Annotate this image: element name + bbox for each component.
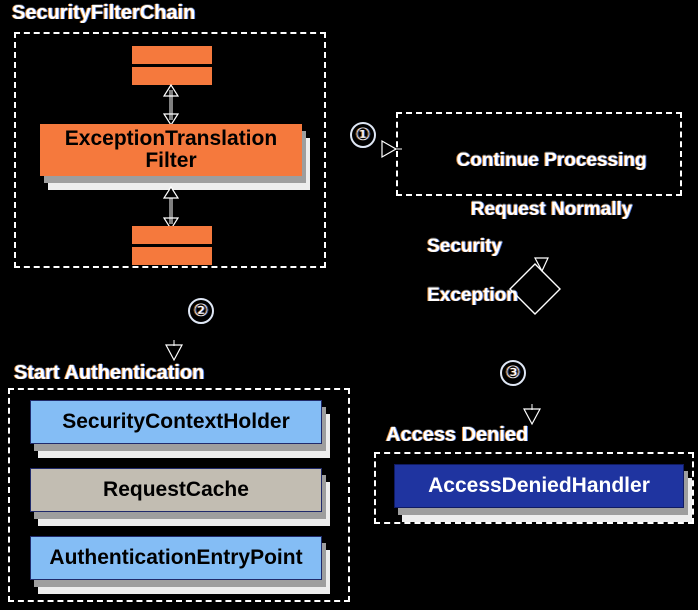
filter-bar-bottom-1 xyxy=(132,226,212,244)
arrow-top-bidirectional xyxy=(162,83,180,127)
exception-translation-filter-face[interactable]: ExceptionTranslation Filter xyxy=(40,124,302,176)
start-authentication-container xyxy=(8,388,350,602)
security-filter-chain-container xyxy=(14,32,326,268)
security-exception-label: Security Exception xyxy=(406,210,518,333)
access-denied-handler-node[interactable]: AccessDeniedHandler xyxy=(394,464,692,522)
security-context-holder-node[interactable]: SecurityContextHolder xyxy=(30,400,330,458)
security-exception-label-line1: Security xyxy=(427,235,503,257)
continue-processing-label: Continue Processing Request Normally xyxy=(410,124,672,247)
exception-translation-filter-node[interactable]: ExceptionTranslation Filter xyxy=(40,124,310,190)
filter-bar-top-2 xyxy=(132,67,212,85)
security-context-holder-face[interactable]: SecurityContextHolder xyxy=(30,400,322,444)
arrow-step-2 xyxy=(165,340,183,362)
authentication-entry-point-face[interactable]: AuthenticationEntryPoint xyxy=(30,536,322,580)
security-filter-chain-title: SecurityFilterChain xyxy=(12,2,196,24)
authentication-entry-point-node[interactable]: AuthenticationEntryPoint xyxy=(30,536,330,594)
arrow-step-3 xyxy=(523,404,541,426)
step-3-marker: ③ xyxy=(500,360,526,386)
request-cache-node[interactable]: RequestCache xyxy=(30,468,330,526)
access-denied-handler-face[interactable]: AccessDeniedHandler xyxy=(394,464,684,508)
arrow-bottom-bidirectional xyxy=(162,185,180,231)
access-denied-container xyxy=(374,452,694,524)
step-1-marker: ① xyxy=(350,122,376,148)
start-authentication-title: Start Authentication xyxy=(14,362,205,384)
exception-translation-filter-label-line1: ExceptionTranslation xyxy=(64,126,278,150)
filter-bar-bottom-2 xyxy=(132,247,212,265)
continue-processing-label-line2: Request Normally xyxy=(470,199,633,221)
step-2-marker: ② xyxy=(188,298,214,324)
security-exception-label-line2: Exception xyxy=(427,285,518,307)
continue-processing-container xyxy=(396,112,682,196)
request-cache-face[interactable]: RequestCache xyxy=(30,468,322,512)
filter-bar-top-1 xyxy=(132,46,212,64)
access-denied-title: Access Denied xyxy=(386,424,529,446)
security-exception-decision-diamond xyxy=(509,257,561,315)
exception-translation-filter-label-line2: Filter xyxy=(145,149,197,172)
continue-processing-label-line1: Continue Processing xyxy=(456,149,647,171)
